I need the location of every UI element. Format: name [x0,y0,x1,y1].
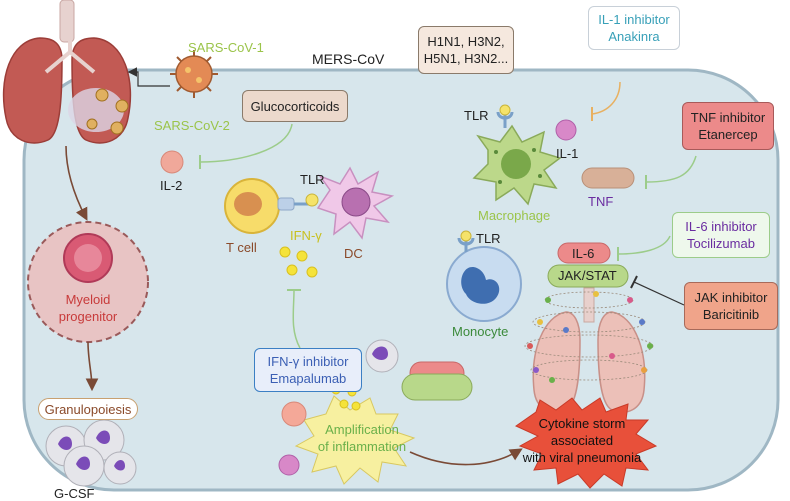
il2-molecule [160,150,184,174]
amplification-label: Amplification of inflammation [316,420,408,456]
cytokine-storm-line3: with viral pneumonia [522,449,642,465]
myeloid-progenitor-line1: Myeloid [65,292,111,307]
il1-inhibitor-box: IL-1 inhibitor Anakinra [588,6,680,50]
macrophage-cell [472,124,562,206]
tlr-receptor-dc [294,193,319,207]
cytokine-storm-burst [514,397,658,489]
tlr-receptor-macrophage [496,104,514,128]
ifng-molecules [279,246,318,278]
il6-label: IL-6 [572,246,595,261]
ifng-inhibition-line [292,289,301,349]
monocyte-cell [446,246,522,322]
jak-inhibitor-title: JAK inhibitor [694,290,768,305]
il1-label: IL-1 [556,146,579,161]
jakstat-label: JAK/STAT [558,268,617,283]
ifng-inhibitor-box: IFN-γ inhibitor Emapalumab [254,348,362,392]
amplification-line2: of inflammation [317,439,407,454]
amp-molecule-purple [278,454,300,476]
neutrophil-cluster-icon [45,419,137,487]
t-cell-label: T cell [226,240,257,255]
lung-to-progenitor-arrow [65,145,88,221]
granulopoiesis-label: Granulopoiesis [44,401,132,417]
cytokine-storm-label: Cytokine storm associated with viral pne… [508,414,656,466]
tnf-inhibitor-title: TNF inhibitor [690,110,766,125]
t-cell [224,178,295,234]
monocyte-label: Monocyte [452,324,509,339]
influenza-strains-box: H1N1, H3N2, H5N1, H3N2... [418,26,514,74]
sars-cov-2-label: SARS-CoV-2 [154,118,230,133]
il6-inhibitor-title: IL-6 inhibitor [685,219,757,234]
tnf-inhibition-line [645,155,697,183]
il1-inhibitor-name: Anakinra [608,29,660,44]
il1-inhibitor-title: IL-1 inhibitor [598,12,670,27]
virus-icon [170,50,218,98]
glucocorticoid-inhibition-line [199,123,293,163]
mers-cov-label: MERS-CoV [312,51,385,67]
myeloid-progenitor-line2: progenitor [58,309,118,324]
tlr-macrophage-label: TLR [464,108,489,123]
cytokine-storm-line1: Cytokine storm [538,415,626,431]
amp-molecule-red [281,401,307,427]
virus-to-lung-arrow [127,67,170,87]
influenza-strains-line1: H1N1, H3N2, [427,34,505,49]
tlr-dc-label: TLR [300,172,325,187]
lungs-icon [2,0,132,144]
il6-molecule [557,242,611,264]
gcsf-label: G-CSF [54,486,95,501]
influenza-strains-line2: H5N1, H3N2... [423,51,509,66]
ifng-inhibitor-name: Emapalumab [269,371,347,386]
tnf-molecule [581,167,635,189]
myeloid-progenitor-label: Myeloid progenitor [48,290,128,326]
tnf-inhibitor-box: TNF inhibitor Etanercep [682,102,774,150]
jak-inhibitor-name: Baricitinib [702,307,760,322]
dendritic-cell [316,166,395,240]
il2-label: IL-2 [160,178,183,193]
tlr-receptor-monocyte [457,230,475,252]
jak-inhibition-line [633,281,685,306]
myeloid-progenitor-cell [27,221,149,343]
amp-pill-green [401,373,473,401]
cytokine-storm-line2: associated [550,432,614,448]
tnf-inhibitor-name: Etanercep [698,127,758,142]
jak-inhibitor-box: JAK inhibitor Baricitinib [684,282,778,330]
glucocorticoids-box: Glucocorticoids [242,90,348,122]
glucocorticoids-label: Glucocorticoids [250,98,340,114]
amplification-to-storm-arrow [409,448,523,466]
macrophage-label: Macrophage [478,208,551,223]
sars-cov-1-label: SARS-CoV-1 [188,40,264,55]
tlr-monocyte-label: TLR [476,231,501,246]
small-immune-cell-icon [365,339,399,373]
inflamed-lungs-icon [524,287,654,413]
ifng-label: IFN-γ [290,228,322,243]
il6-inhibition-line [617,235,671,255]
il1-molecule [555,119,577,141]
amplification-line1: Amplification [325,422,399,437]
il1-inhibition-line [591,81,621,115]
dc-label: DC [344,246,363,261]
il6-inhibitor-name: Tocilizumab [687,236,755,251]
tnf-label: TNF [588,194,614,209]
progenitor-to-granulopoiesis-arrow [85,341,99,392]
il6-inhibitor-box: IL-6 inhibitor Tocilizumab [672,212,770,258]
ifng-inhibitor-title: IFN-γ inhibitor [267,354,349,369]
jakstat-molecule [547,264,629,288]
granulopoiesis-box: Granulopoiesis [38,398,138,420]
